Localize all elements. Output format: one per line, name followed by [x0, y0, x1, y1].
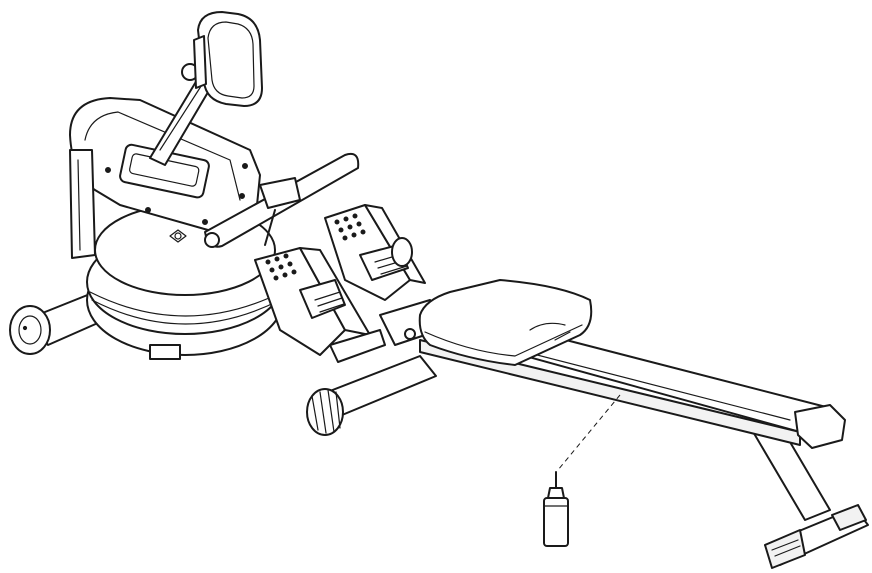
rail-end-cap	[794, 404, 846, 449]
leader-line	[557, 394, 621, 471]
handle-clip	[259, 177, 301, 209]
footrest-dots	[334, 213, 366, 241]
left-footrest	[254, 247, 386, 363]
water-tank	[86, 204, 284, 360]
tank-foot	[149, 344, 181, 360]
monitor	[193, 11, 263, 107]
strap-knob	[391, 237, 413, 267]
left-strap	[299, 279, 346, 319]
footrest-dots	[265, 253, 297, 281]
seat	[418, 279, 593, 366]
handle-bar	[204, 152, 360, 248]
cap-bolt-icon	[22, 325, 28, 331]
front-end-cap	[306, 388, 344, 436]
rear-stabilizer	[751, 424, 869, 569]
frame-upright	[69, 149, 96, 259]
right-footrest	[324, 204, 426, 301]
oil-bottle	[543, 471, 569, 547]
